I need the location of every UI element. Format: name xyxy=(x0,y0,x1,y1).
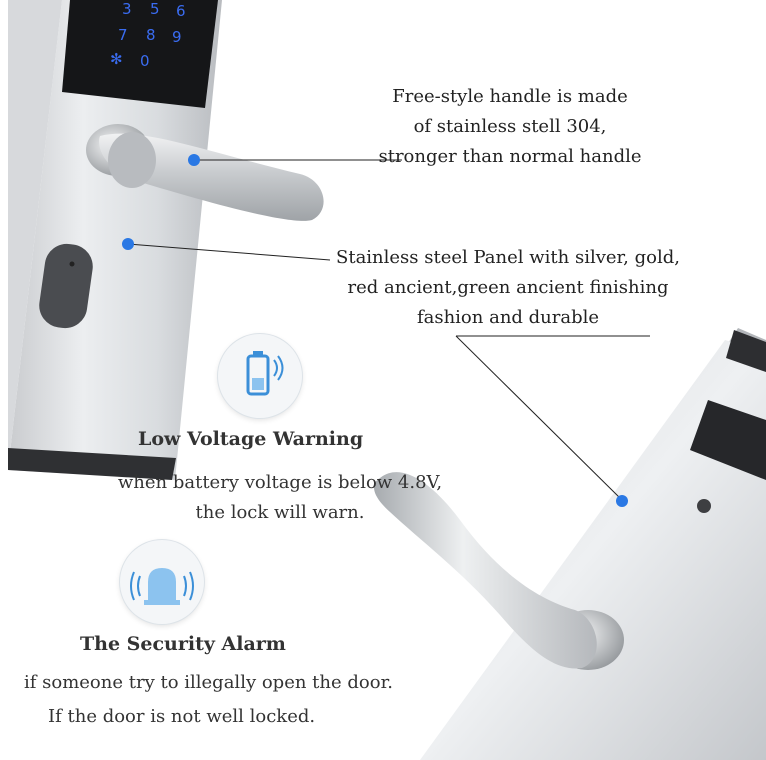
low-voltage-desc: when battery voltage is below 4.8V, the … xyxy=(100,468,460,528)
desc-line: when battery voltage is below 4.8V, xyxy=(117,472,443,493)
card-slot xyxy=(39,243,93,329)
alarm-desc-line-1: if someone try to illegally open the doo… xyxy=(24,672,393,693)
callout-lines xyxy=(127,159,650,501)
lower-lock-panel xyxy=(374,328,766,760)
low-voltage-title: Low Voltage Warning xyxy=(138,428,364,450)
battery-icon xyxy=(246,351,284,396)
panel-callout-dot xyxy=(122,238,134,250)
handle-callout: Free-style handle is made of stainless s… xyxy=(360,82,660,172)
keypad-digit: ✻ xyxy=(110,50,123,68)
alarm-icon-circle xyxy=(120,540,204,624)
battery-icon-circle xyxy=(218,334,302,418)
panel-leader-line xyxy=(127,243,331,261)
callout-line: Free-style handle is made xyxy=(392,86,628,107)
lower-panel-callout-dot xyxy=(616,495,628,507)
handle-callout-dot xyxy=(188,154,200,166)
callout-line: red ancient,green ancient finishing xyxy=(347,277,669,298)
alarm-title: The Security Alarm xyxy=(80,633,286,655)
lower-panel-leader-line xyxy=(455,335,623,501)
panel-callout: Stainless steel Panel with silver, gold,… xyxy=(328,243,688,333)
lower-handle-lever xyxy=(374,472,597,669)
keypad-digit: 0 xyxy=(140,52,150,70)
keypad-digit: 8 xyxy=(146,26,156,44)
slot-led xyxy=(69,261,75,267)
callout-line: fashion and durable xyxy=(416,307,600,328)
callout-line: Stainless steel Panel with silver, gold, xyxy=(336,247,680,268)
keypad-digit: 9 xyxy=(172,28,182,46)
keypad-screen xyxy=(62,0,218,108)
alarm-icon xyxy=(130,568,194,605)
desc-line: the lock will warn. xyxy=(195,502,365,523)
keypad-digit: 7 xyxy=(118,26,128,44)
upper-lock-panel: 3 5 6 7 8 9 0 ✻ xyxy=(8,0,324,480)
keypad-digit: 3 xyxy=(122,0,132,18)
keypad-digit: 5 xyxy=(150,0,160,18)
keypad-digit: 6 xyxy=(176,2,186,20)
callout-line: stronger than normal handle xyxy=(378,146,642,167)
callout-line: of stainless stell 304, xyxy=(413,116,607,137)
alarm-desc-line-2: If the door is not well locked. xyxy=(48,706,316,727)
keypad-digits: 3 5 6 7 8 9 0 ✻ xyxy=(110,0,186,70)
lower-keypad-screen xyxy=(690,400,766,480)
lower-keyhole xyxy=(697,499,711,513)
